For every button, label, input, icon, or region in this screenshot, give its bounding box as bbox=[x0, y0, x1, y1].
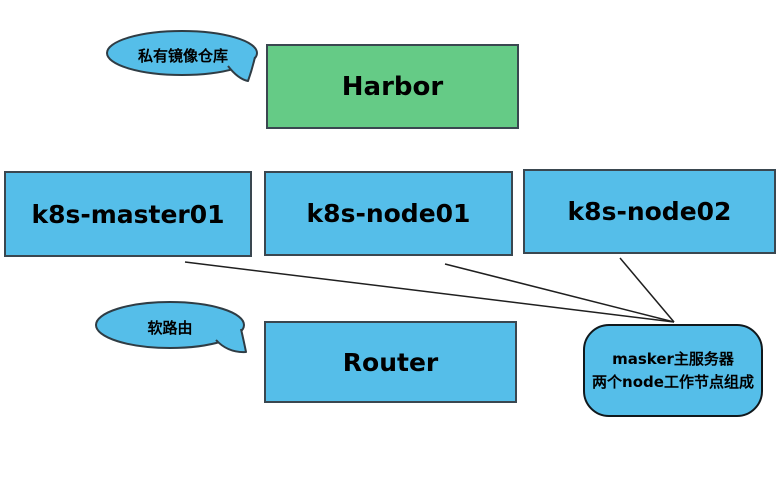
k8s-master01-box: k8s-master01 bbox=[4, 171, 252, 257]
router-callout-bubble bbox=[95, 301, 247, 354]
harbor-box-label: Harbor bbox=[341, 71, 444, 102]
router-callout-tail bbox=[215, 328, 247, 354]
k8s-node02-box: k8s-node02 bbox=[523, 169, 776, 254]
harbor-callout-bubble bbox=[106, 30, 258, 82]
router-box: Router bbox=[264, 321, 517, 403]
router-box-label: Router bbox=[342, 347, 439, 377]
router-callout-ellipse bbox=[95, 301, 245, 349]
harbor-callout-tail bbox=[227, 56, 256, 82]
harbor-box: Harbor bbox=[266, 44, 519, 129]
k8s-node02-box-label: k8s-node02 bbox=[567, 197, 732, 226]
k8s-node01-box: k8s-node01 bbox=[264, 171, 513, 256]
harbor-callout-ellipse bbox=[106, 30, 258, 76]
k8s-node01-box-label: k8s-node01 bbox=[306, 199, 471, 228]
cluster-note-line2: 两个node工作节点组成 bbox=[592, 372, 754, 391]
connector-master01-to-note bbox=[184, 261, 675, 323]
k8s-master01-box-label: k8s-master01 bbox=[31, 199, 225, 229]
harbor-callout-label: 私有镜像仓库 bbox=[137, 47, 228, 65]
cluster-note-box: masker主服务器 两个node工作节点组成 bbox=[583, 324, 763, 417]
connector-node02-to-note bbox=[619, 257, 675, 323]
connector-node01-to-note bbox=[444, 263, 675, 323]
router-callout-label: 软路由 bbox=[147, 319, 193, 337]
cluster-note-line1: masker主服务器 bbox=[612, 350, 734, 368]
